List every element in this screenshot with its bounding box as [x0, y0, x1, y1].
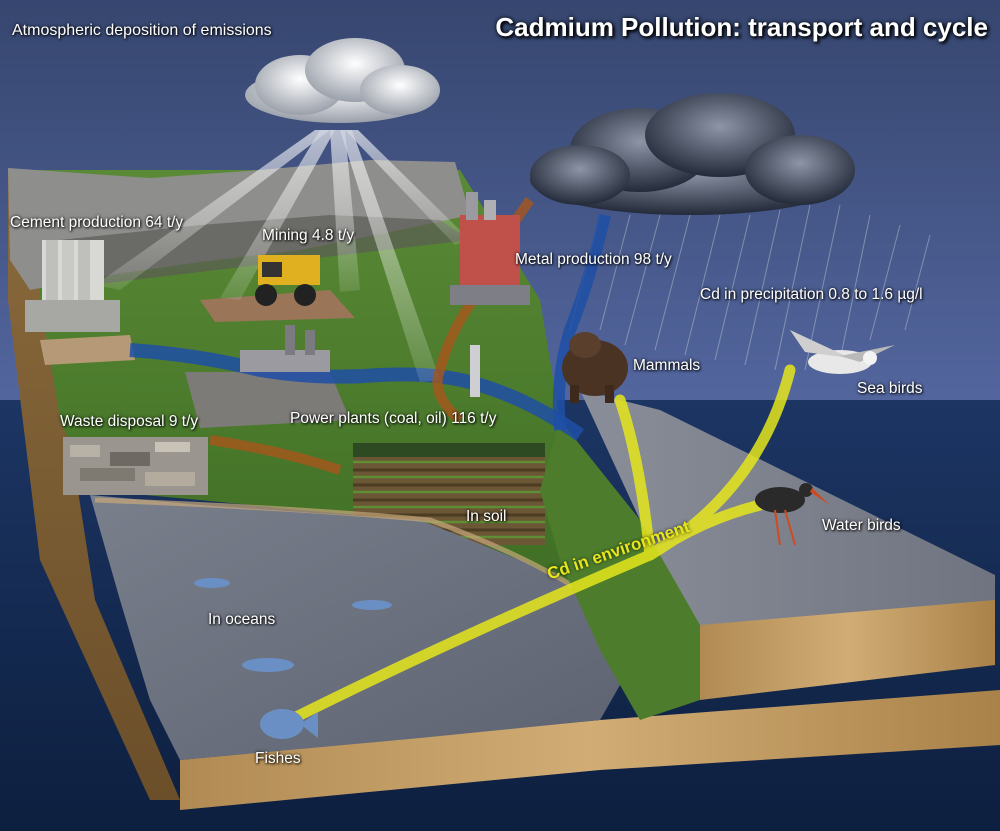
- mining-truck: [255, 255, 320, 306]
- label-atmospheric-deposition: Atmospheric deposition of emissions: [12, 22, 272, 39]
- river: [129, 343, 585, 441]
- fish-icons: [194, 578, 392, 739]
- cd-flows: [284, 364, 796, 726]
- rain-flow: [552, 213, 611, 431]
- power-plant-ground: [185, 372, 350, 428]
- page-title: Cadmium Pollution: transport and cycle: [495, 12, 988, 42]
- deposition-beams: [95, 130, 470, 382]
- shelf-front-side: [700, 595, 995, 700]
- label-sea-birds: Sea birds: [857, 380, 923, 397]
- label-mining: Mining 4.8 t/y: [262, 227, 355, 244]
- power-plant: [240, 325, 480, 397]
- label-water-birds: Water birds: [822, 517, 901, 534]
- waste-disposal-site: [63, 437, 208, 495]
- sea-bird-icon: [790, 330, 895, 374]
- white-cloud: [245, 38, 440, 123]
- shoreline: [94, 497, 612, 613]
- label-metal-production: Metal production 98 t/y: [515, 251, 672, 268]
- label-waste-disposal: Waste disposal 9 t/y: [60, 413, 199, 430]
- label-cement-production: Cement production 64 t/y: [10, 214, 184, 231]
- label-mammals: Mammals: [633, 357, 701, 374]
- metal-plant: [450, 192, 530, 305]
- label-fishes: Fishes: [255, 750, 301, 767]
- fish-main-icon: [260, 709, 304, 739]
- label-in-oceans: In oceans: [208, 611, 276, 628]
- label-cd-precipitation: Cd in precipitation 0.8 to 1.6 µg/l: [700, 286, 923, 303]
- cement-ground: [40, 335, 135, 365]
- storm-cloud: [530, 93, 855, 215]
- block-front-side: [180, 690, 1000, 810]
- water-bird-icon: [755, 483, 830, 546]
- label-in-soil: In soil: [466, 508, 507, 525]
- bear-icon: [562, 332, 628, 403]
- ocean-basin: [90, 495, 640, 760]
- label-power-plants: Power plants (coal, oil) 116 t/y: [290, 410, 497, 427]
- cement-plant: [25, 240, 120, 332]
